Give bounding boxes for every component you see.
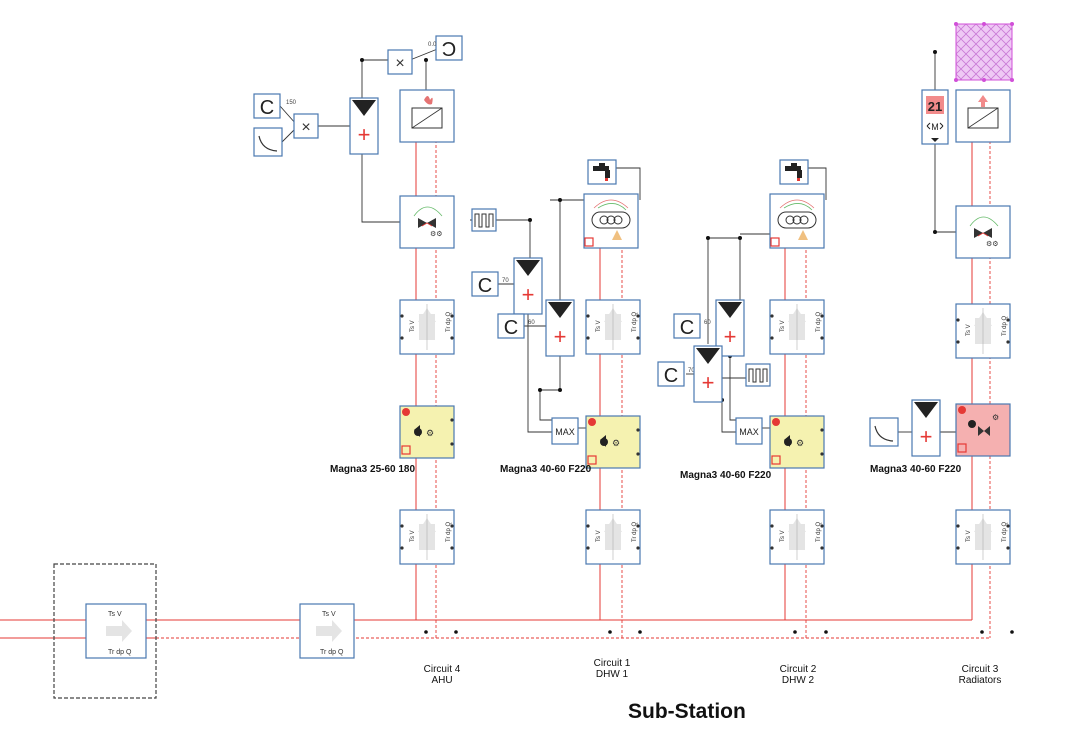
diagram-title: Sub-Station — [628, 700, 746, 723]
constant-block-70-dhw2[interactable]: C — [657, 361, 685, 387]
pump-label-dhw2: Magna3 40-60 F220 — [680, 470, 772, 481]
pump-label-dhw1: Magna3 40-60 F220 — [500, 464, 592, 475]
svg-text:21: 21 — [928, 99, 942, 114]
circuit-name: Circuit 4 — [423, 664, 461, 675]
add-block-ahu[interactable] — [349, 97, 379, 155]
tap-icon-dhw1[interactable] — [587, 159, 617, 185]
pulse-block-dhw2[interactable] — [745, 363, 771, 387]
svg-text:C: C — [680, 317, 694, 339]
circuit-sub: DHW 1 — [595, 669, 629, 680]
source-group-box[interactable] — [53, 563, 157, 699]
svg-text:C: C — [664, 365, 678, 387]
hot-water-tank-dhw2[interactable] — [769, 193, 825, 249]
return-pipes — [156, 116, 991, 639]
sensor-block-dhw2-upper[interactable] — [769, 299, 825, 355]
svg-text:Tr dp Q: Tr dp Q — [108, 649, 132, 656]
circuit-name: Circuit 2 — [779, 664, 817, 675]
add-block-dhw2-b[interactable] — [693, 345, 723, 403]
circuit-label-dhw2: Circuit 2 DHW 2 — [758, 664, 838, 686]
distribution-sensor-block[interactable]: Ts V Tr dp Q — [299, 603, 355, 659]
control-wires — [279, 47, 958, 433]
constant-block-top[interactable]: C — [435, 35, 463, 61]
pump-block-radiators[interactable]: ⚙ — [955, 403, 1011, 457]
constant-block-70-dhw1[interactable]: C — [471, 271, 499, 297]
curve-block-radiators[interactable] — [869, 417, 899, 447]
svg-text:MAX: MAX — [555, 427, 575, 437]
svg-text:Ts V: Ts V — [322, 611, 336, 618]
constant-block-60-dhw2[interactable]: C — [673, 313, 701, 339]
pump-block-dhw1[interactable] — [585, 415, 641, 469]
max-block-dhw2[interactable]: MAX — [735, 417, 763, 445]
svg-text:C: C — [442, 37, 456, 59]
hot-water-tank-dhw1[interactable] — [583, 193, 639, 249]
svg-text:Ts V: Ts V — [108, 611, 122, 618]
svg-text:C: C — [504, 317, 518, 339]
circuit-sub: Radiators — [958, 675, 1002, 686]
sensor-block-radiators-lower[interactable] — [955, 509, 1011, 565]
svg-text:Tr dp Q: Tr dp Q — [320, 649, 344, 656]
multiply-block-top[interactable] — [387, 49, 413, 75]
heat-exchanger-radiators[interactable] — [955, 89, 1011, 143]
constant-value-top: 0.0 — [428, 42, 437, 48]
svg-text:MAX: MAX — [739, 427, 759, 437]
circuit-label-dhw1: Circuit 1 DHW 1 — [572, 658, 652, 680]
sensor-block-ahu-lower[interactable] — [399, 509, 455, 565]
constant-value-150: 150 — [286, 100, 297, 106]
heated-zone-area[interactable] — [954, 22, 1014, 82]
svg-text:C: C — [478, 275, 492, 297]
multiply-block-ahu[interactable] — [293, 113, 319, 139]
thermostat-block[interactable]: 21 M — [921, 89, 949, 145]
constant-value-60-dhw1: 60 — [528, 320, 535, 326]
heat-exchanger-ahu[interactable] — [399, 89, 455, 143]
valve-block-ahu[interactable] — [399, 195, 455, 249]
circuit-label-radiators: Circuit 3 Radiators — [940, 664, 1020, 686]
svg-text:C: C — [260, 97, 274, 119]
pump-label-radiators: Magna3 40-60 F220 — [870, 464, 962, 475]
sensor-block-ahu-upper[interactable] — [399, 299, 455, 355]
sensor-block-radiators-upper[interactable] — [955, 303, 1011, 359]
sensor-block-dhw2-lower[interactable] — [769, 509, 825, 565]
pump-block-dhw2[interactable] — [769, 415, 825, 469]
constant-block-60-dhw1[interactable]: C — [497, 313, 525, 339]
circuit-sub: DHW 2 — [781, 675, 815, 686]
sensor-block-dhw1-upper[interactable] — [585, 299, 641, 355]
constant-value-60-dhw2: 60 — [704, 320, 711, 326]
add-block-dhw1-b[interactable] — [545, 299, 575, 357]
max-block-dhw1[interactable]: MAX — [551, 417, 579, 445]
pump-label-ahu: Magna3 25-60 180 — [330, 464, 415, 475]
circuit-name: Circuit 3 — [961, 664, 999, 675]
circuit-label-ahu: Circuit 4 AHU — [402, 664, 482, 686]
valve-block-radiators[interactable] — [955, 205, 1011, 259]
pump-block-ahu[interactable] — [399, 405, 455, 459]
constant-value-70-dhw1: 70 — [502, 278, 509, 284]
sensor-block-dhw1-lower[interactable] — [585, 509, 641, 565]
svg-text:⚙: ⚙ — [992, 413, 999, 422]
tap-icon-dhw2[interactable] — [779, 159, 809, 185]
source-sensor-block[interactable]: Ts V Tr dp Q — [85, 603, 147, 659]
constant-block-150[interactable]: C — [253, 93, 281, 119]
svg-text:M: M — [931, 122, 939, 132]
add-block-radiators[interactable] — [911, 399, 941, 457]
constant-value-70-dhw2: 70 — [688, 368, 695, 374]
circuit-sub: AHU — [431, 675, 453, 686]
circuit-name: Circuit 1 — [593, 658, 631, 669]
curve-block-ahu[interactable] — [253, 127, 283, 157]
pulse-block-dhw1[interactable] — [471, 208, 497, 232]
add-block-dhw1-a[interactable] — [513, 257, 543, 315]
junction-dots — [360, 50, 1014, 634]
